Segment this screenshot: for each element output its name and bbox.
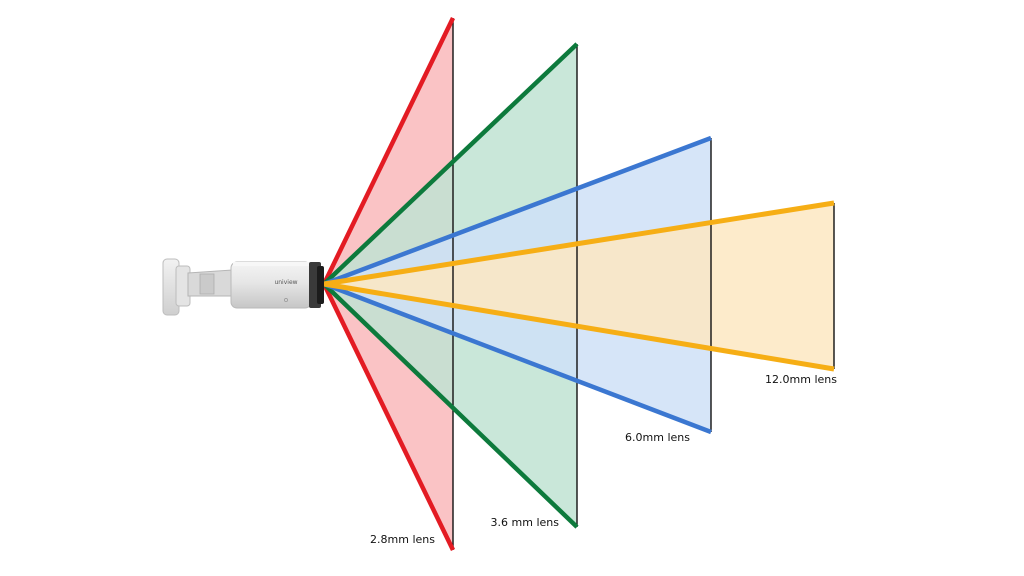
camera-status-led (284, 298, 288, 302)
fov-cones (324, 18, 834, 550)
lens-label-3-6mm: 3.6 mm lens (491, 516, 560, 529)
edge-bottom-3-6mm (322, 282, 579, 529)
camera-brand-logo: uniview (274, 279, 297, 286)
lens-label-2-8mm: 2.8mm lens (370, 533, 435, 546)
lens-labels: 2.8mm lens 3.6 mm lens 6.0mm lens 12.0mm… (370, 373, 837, 546)
fov-cone-12-0mm (324, 203, 834, 369)
edge-bottom-2-8mm (321, 283, 456, 551)
fov-edges (321, 17, 835, 551)
edge-top-2-8mm (321, 17, 456, 285)
edge-top-3-6mm (322, 42, 579, 286)
camera-lens-glass (317, 266, 324, 304)
camera-body (230, 261, 312, 309)
camera-bracket-joint (199, 273, 215, 295)
camera-sunshield (233, 262, 312, 266)
lens-label-12-0mm: 12.0mm lens (765, 373, 837, 386)
edge-top-12-0mm (323, 200, 835, 287)
edge-bottom-6-0mm (323, 281, 712, 435)
fov-width-lines (452, 18, 835, 550)
edge-top-6-0mm (323, 135, 712, 287)
edge-bottom-12-0mm (323, 281, 835, 372)
lens-label-6-0mm: 6.0mm lens (625, 431, 690, 444)
bullet-camera: uniview (162, 258, 324, 316)
